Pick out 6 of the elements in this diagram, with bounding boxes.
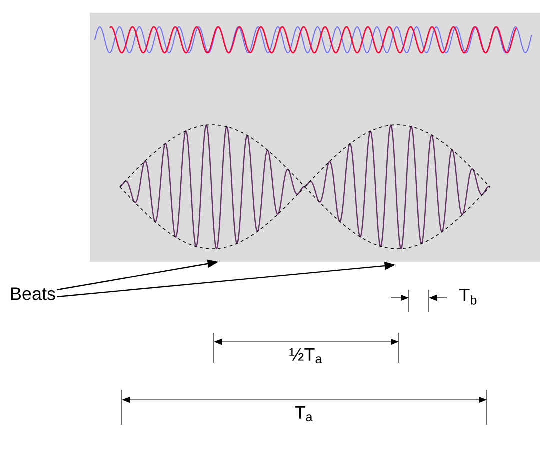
beat-drawing xyxy=(304,124,490,250)
beat-drawing xyxy=(120,124,306,250)
dimension-label: T$_{b}$ xyxy=(460,289,477,305)
beats-label: Beats xyxy=(11,288,56,300)
dimension-label: T$_{a}$ xyxy=(295,406,313,422)
dimension-label: ½T$_{a}$ xyxy=(290,348,322,364)
